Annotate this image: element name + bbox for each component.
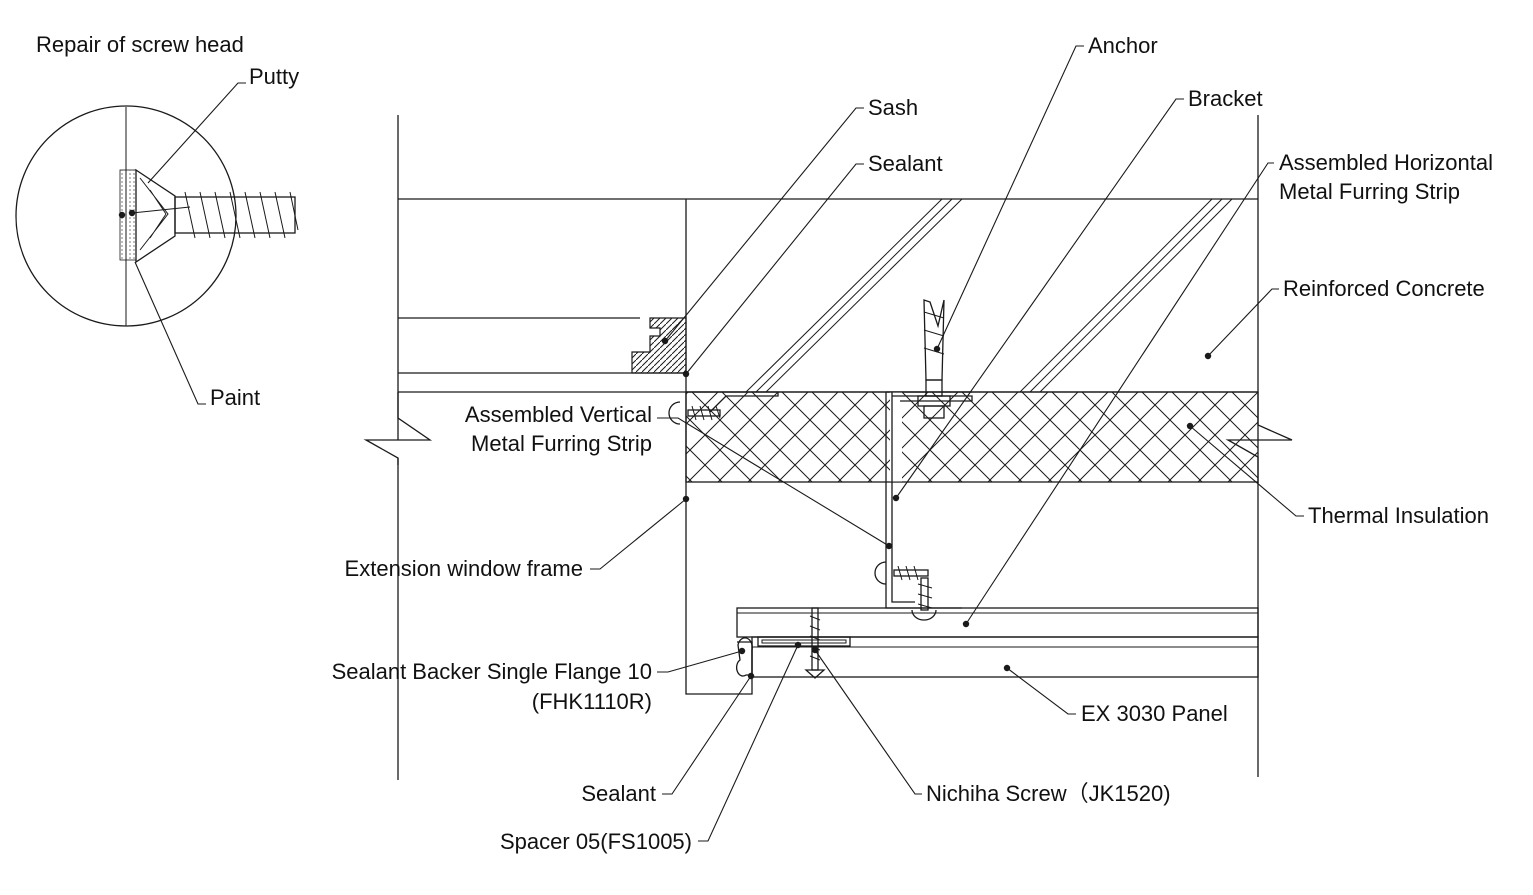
ex-panel-label: EX 3030 Panel <box>1081 701 1228 726</box>
nichiha-screw-icon <box>804 607 826 679</box>
annotation-leaders <box>590 45 1304 842</box>
detail-title: Repair of screw head <box>36 32 244 57</box>
screw-head-repair-detail: Repair of screw head Putty Paint <box>15 32 299 410</box>
sealant-backer-label-line2: (FHK1110R) <box>532 689 652 714</box>
left-break-symbol <box>363 392 433 465</box>
spacer-label: Spacer 05(FS1005) <box>500 829 692 854</box>
anchor-icon <box>917 299 951 419</box>
sealant-backer <box>735 637 753 677</box>
nichiha-screw-label: Nichiha Screw（JK1520) <box>926 781 1171 806</box>
annotation-labels: Anchor Sash Bracket Sealant Assembled Ho… <box>332 33 1493 854</box>
thermal-insulation-label: Thermal Insulation <box>1308 503 1489 528</box>
vertical-furring-label-line1: Assembled Vertical <box>465 402 652 427</box>
wall-section <box>363 115 1293 780</box>
sash-label: Sash <box>868 95 918 120</box>
concrete-hatch-lines <box>745 198 1233 393</box>
thermal-insulation-layer <box>685 391 1259 483</box>
bracket-label: Bracket <box>1188 86 1263 111</box>
putty-label: Putty <box>249 64 299 89</box>
extension-window-frame-label: Extension window frame <box>345 556 583 581</box>
anchor-label: Anchor <box>1088 33 1158 58</box>
sealant-bottom-label: Sealant <box>581 781 656 806</box>
sealant-backer-label-line1: Sealant Backer Single Flange 10 <box>332 659 652 684</box>
sealant-top-label: Sealant <box>868 151 943 176</box>
furring-screw-top-icon <box>668 401 721 425</box>
reinforced-concrete-label: Reinforced Concrete <box>1283 276 1485 301</box>
bracket-screw-icon <box>874 561 937 621</box>
detail-screw-icon <box>135 168 299 264</box>
horizontal-furring-label-line1: Assembled Horizontal <box>1279 150 1493 175</box>
vertical-furring-label-line2: Metal Furring Strip <box>471 431 652 456</box>
horizontal-furring-strip <box>736 607 1259 638</box>
extension-window-frame <box>685 373 753 695</box>
spacer-05 <box>757 636 851 647</box>
sash-profile <box>631 317 687 374</box>
horizontal-furring-label-line2: Metal Furring Strip <box>1279 179 1460 204</box>
paint-label: Paint <box>210 385 260 410</box>
